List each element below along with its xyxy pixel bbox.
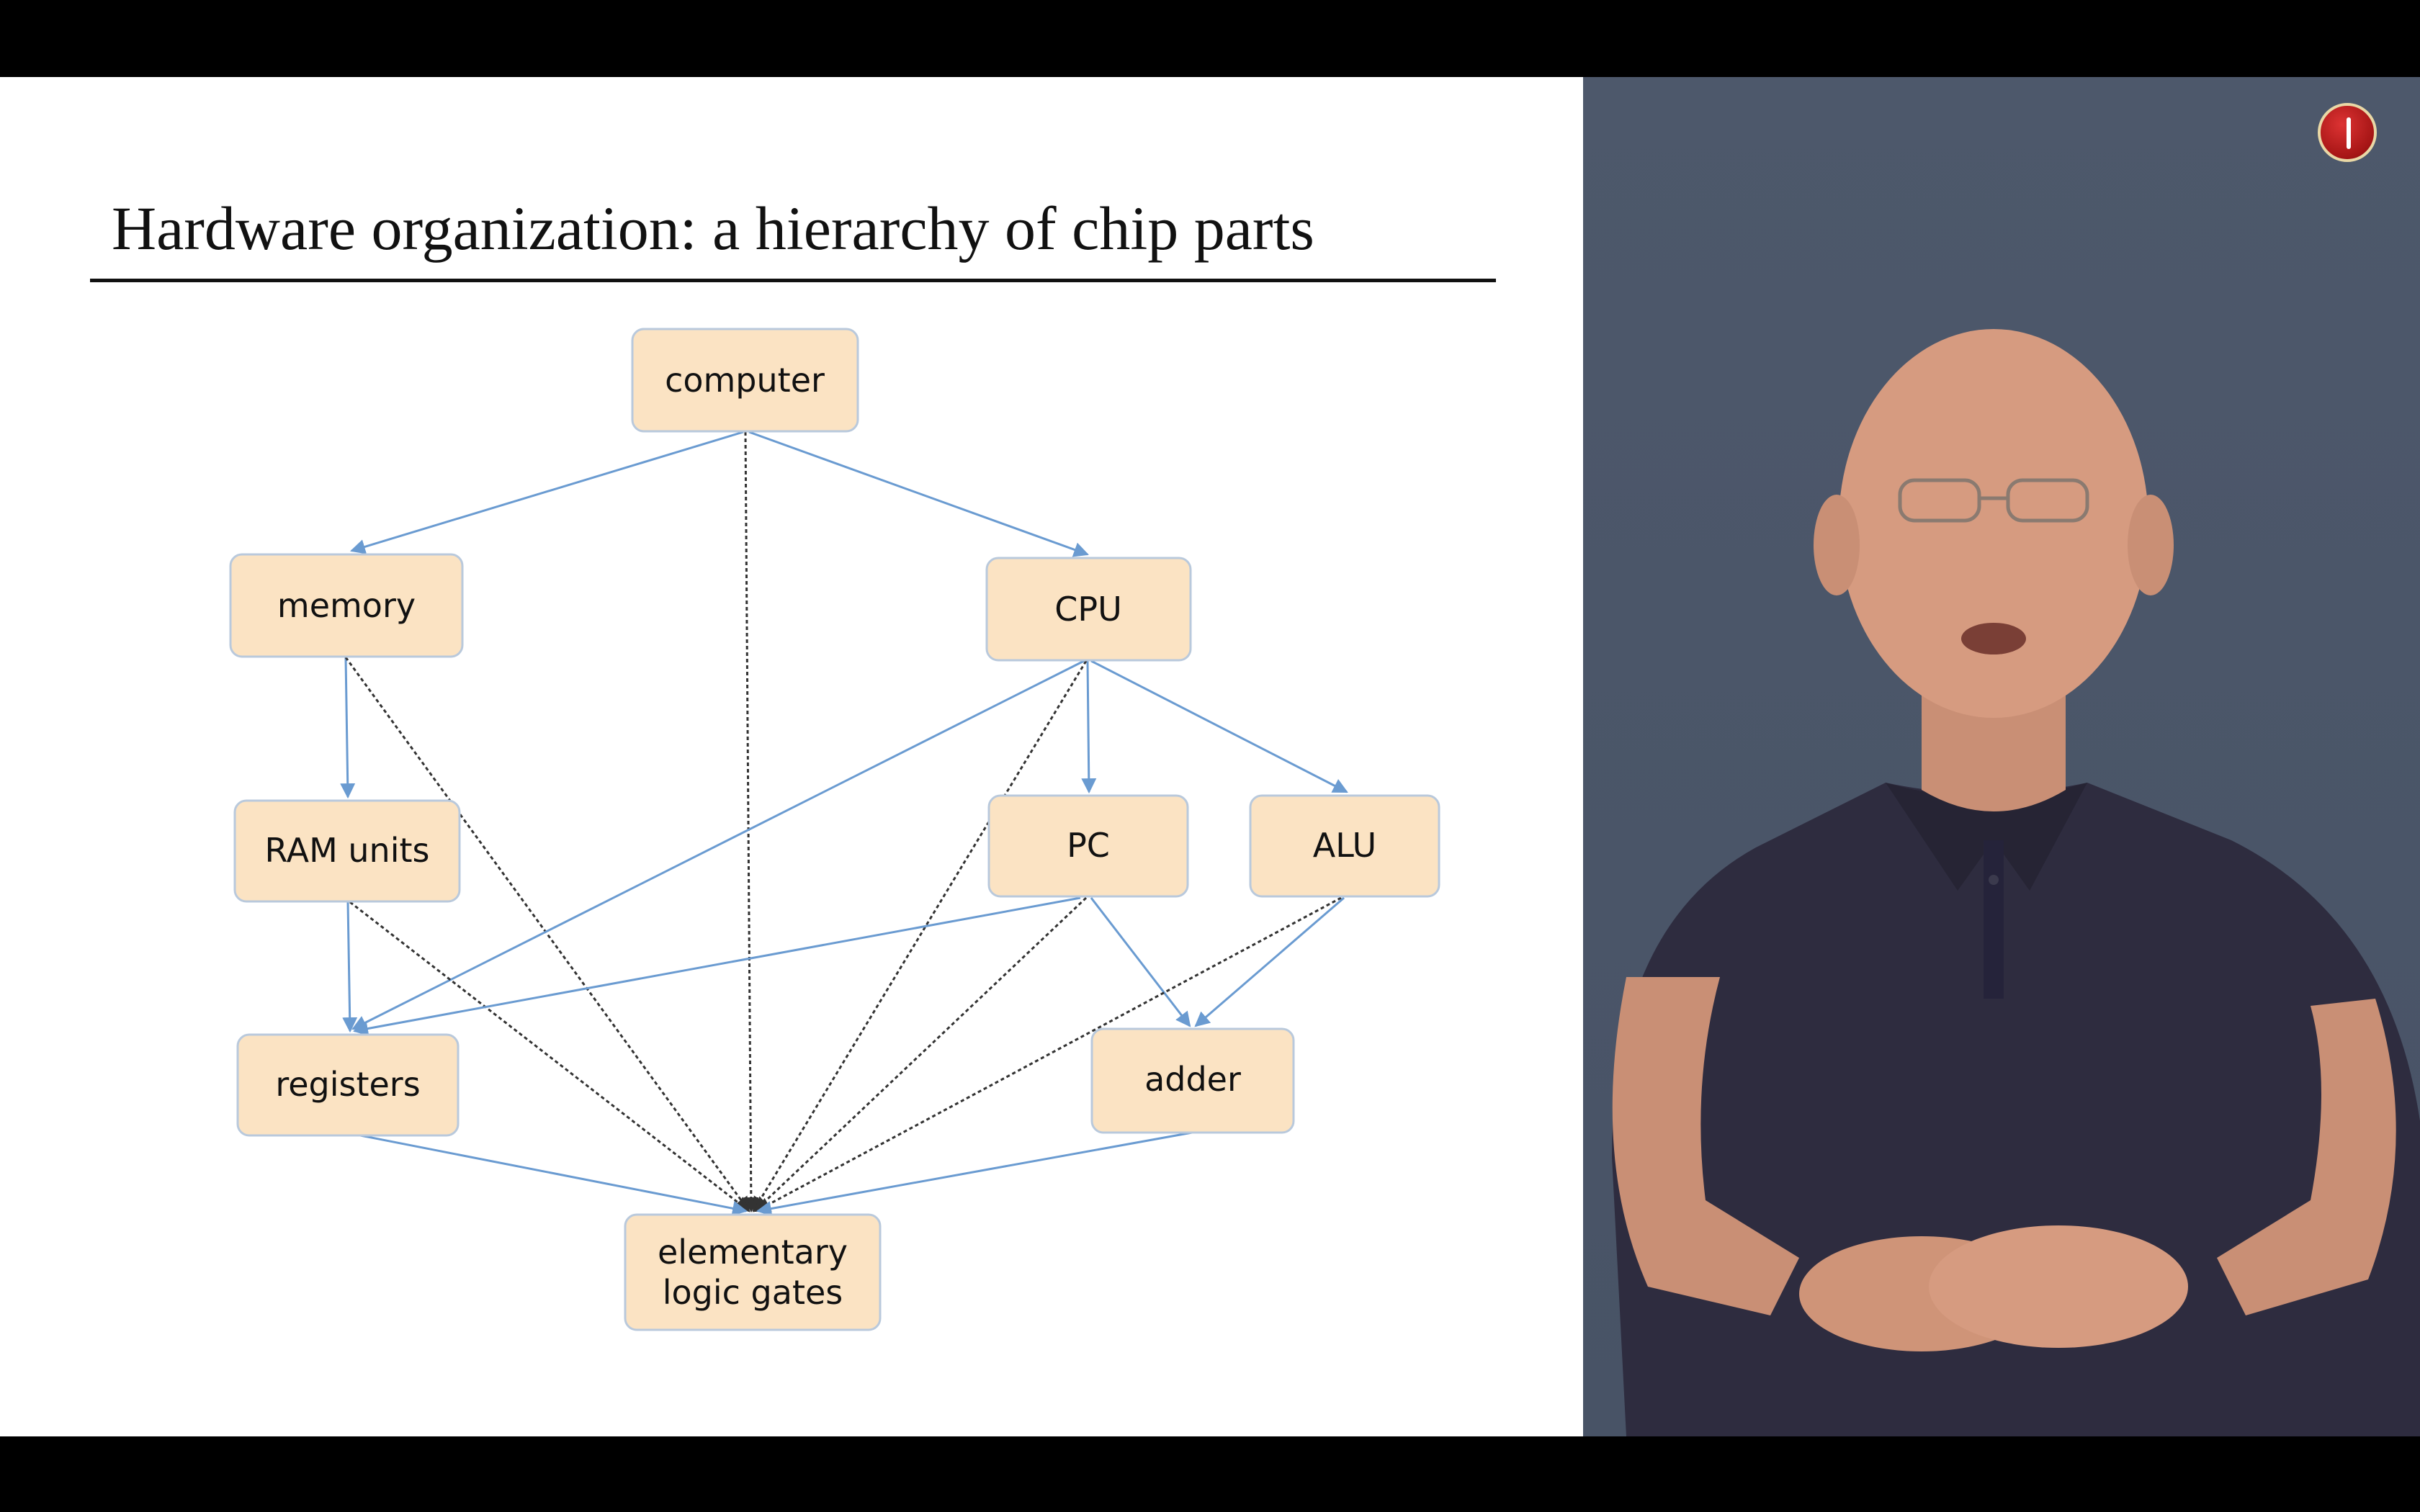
- edge-registers-gates: [352, 1133, 748, 1216]
- node-cpu: CPU: [985, 557, 1192, 662]
- node-label-gates-line1: elementary: [658, 1233, 848, 1272]
- node-label-pc: PC: [1067, 826, 1110, 865]
- node-registers: registers: [236, 1033, 460, 1137]
- edges-layer: [340, 431, 1348, 1216]
- presenter-figure: [1612, 329, 2420, 1436]
- node-label-alu: ALU: [1313, 826, 1376, 865]
- edge-ram-registers: [342, 901, 358, 1033]
- edge-memory-ram: [340, 657, 356, 799]
- edge-adder-gates: [756, 1131, 1193, 1216]
- node-elementary-logic-gates: elementary logic gates: [624, 1213, 882, 1331]
- edge-memory-gates: [344, 657, 750, 1212]
- node-adder: adder: [1090, 1027, 1295, 1134]
- edge-cpu-registers: [351, 660, 1085, 1030]
- edge-alu-adder: [1194, 896, 1345, 1027]
- edge-cpu-pc: [1081, 660, 1097, 794]
- edge-cpu-gates: [752, 660, 1088, 1212]
- letterbox-bottom: [0, 1436, 2420, 1512]
- node-memory: memory: [229, 553, 464, 658]
- edge-pc-adder: [1090, 897, 1191, 1027]
- node-label-registers: registers: [275, 1065, 420, 1104]
- node-pc: PC: [987, 794, 1189, 898]
- node-computer: computer: [631, 328, 859, 433]
- node-label-ram-units: RAM units: [265, 831, 430, 870]
- edge-pc-gates: [753, 896, 1088, 1212]
- slide: Hardware organization: a hierarchy of ch…: [0, 77, 1583, 1436]
- node-alu: ALU: [1249, 794, 1440, 898]
- node-ram-units: RAM units: [233, 799, 461, 903]
- university-logo-icon: [2318, 103, 2377, 162]
- title-rule: [90, 279, 1496, 282]
- edge-computer-memory: [349, 431, 744, 554]
- node-label-memory: memory: [277, 586, 416, 625]
- presenter-video-panel: [1583, 77, 2420, 1436]
- edge-pc-registers: [352, 896, 1081, 1036]
- node-label-adder: adder: [1144, 1060, 1241, 1099]
- nodes-layer: computer memory CPU RAM units PC ALU: [229, 328, 1440, 1331]
- edge-cpu-alu: [1090, 660, 1348, 793]
- edge-computer-cpu: [748, 431, 1089, 557]
- edge-computer-gates: [743, 431, 759, 1213]
- slide-title: Hardware organization: a hierarchy of ch…: [112, 194, 1314, 263]
- edge-alu-gates: [755, 896, 1342, 1212]
- node-label-computer: computer: [665, 361, 825, 400]
- letterbox-top: [0, 0, 2420, 77]
- node-label-gates-line2: logic gates: [663, 1273, 843, 1312]
- hierarchy-diagram: computer memory CPU RAM units PC ALU: [229, 328, 1440, 1331]
- node-label-cpu: CPU: [1054, 590, 1122, 629]
